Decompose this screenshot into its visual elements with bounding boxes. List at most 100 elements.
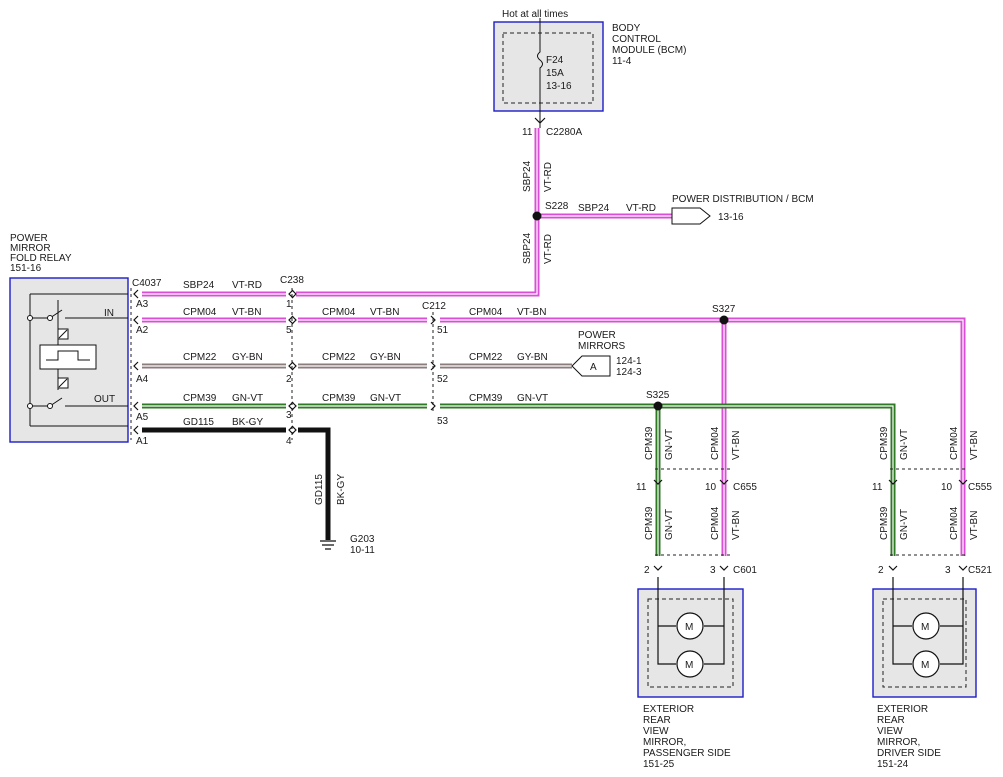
power-distribution-ref: POWER DISTRIBUTION / BCM 13-16 xyxy=(671,194,814,225)
gd115-wire-c238-ground xyxy=(298,427,331,540)
cpm04-circuit: S327 CPM04 VT-BN CPM04 VT-BN CPM04 VT-BN xyxy=(142,304,966,556)
gd115-hlabel: GD115 xyxy=(183,417,214,428)
splice-s325-dot xyxy=(653,401,663,411)
relay-coil-box xyxy=(39,344,97,370)
splice-s325-label: S325 xyxy=(646,390,670,401)
gybn-hlabel-1: GY-BN xyxy=(232,352,263,363)
c601-pin-3: 3 xyxy=(710,565,716,576)
c238-pin-chevron-right-3 xyxy=(291,401,297,411)
c655-pin-10: 10 xyxy=(705,482,717,493)
c238-pin-chevron-left-0 xyxy=(288,289,294,299)
relay-pin-chevron-1 xyxy=(133,315,139,325)
pass-gnvt-vlabel-2: GN-VT xyxy=(664,509,675,540)
sbp24-vlabel-2: SBP24 xyxy=(522,232,533,264)
passenger-mirror-inner xyxy=(647,598,734,688)
driver-name-1: EXTERIOR xyxy=(877,704,928,715)
relay-pin-a1: A1 xyxy=(136,436,149,447)
relay-pin-a5: A5 xyxy=(136,412,149,423)
bcm-fuse-rating: 15A xyxy=(546,68,564,79)
passenger-name-6: 151-25 xyxy=(643,759,675,770)
pass-cpm39-vlabel-2: CPM39 xyxy=(644,506,655,540)
c238-pin-chevron-left-4 xyxy=(288,425,294,435)
driver-motor-1-icon xyxy=(912,612,940,640)
bkgy-vlabel: BK-GY xyxy=(336,474,347,505)
pass-cpm04-vlabel-1: CPM04 xyxy=(710,426,721,460)
driver-name-6: 151-24 xyxy=(877,759,909,770)
relay-diode-marks xyxy=(58,329,68,388)
sbp24-circuit: SBP24 VT-RD SBP24 VT-RD S228 SBP24 VT-RD… xyxy=(142,128,672,297)
power-mirror-fold-relay: POWER MIRROR FOLD RELAY 151-16 IN OUT C4… xyxy=(9,233,162,447)
vtbn-hlabel-2: VT-BN xyxy=(370,307,399,318)
splice-s327-dot xyxy=(719,315,729,325)
drv-vtbn-vlabel-1: VT-BN xyxy=(969,431,980,460)
c212-pin-chevron-0 xyxy=(430,315,436,325)
passenger-name-3: VIEW xyxy=(643,726,669,737)
passenger-motor-1-icon xyxy=(676,612,704,640)
relay-contact-3 xyxy=(47,315,53,321)
mirror-pin-chevron-0 xyxy=(653,479,663,485)
driver-name-4: MIRROR, xyxy=(877,737,920,748)
cpm22-hlabel-2: CPM22 xyxy=(322,352,356,363)
relay-contact-4 xyxy=(47,403,53,409)
sbp24-wire-s228-to-c238-core xyxy=(296,216,538,295)
c212-pin-chevron-2 xyxy=(430,401,436,411)
passenger-name-1: EXTERIOR xyxy=(643,704,694,715)
cpm04-hlabel-2: CPM04 xyxy=(322,307,356,318)
cpm39-hlabel-1: CPM39 xyxy=(183,393,217,404)
power-mirrors-name-1: POWER xyxy=(578,330,616,341)
ground-g203-ref: 10-11 xyxy=(350,545,375,556)
relay-name-3: FOLD RELAY xyxy=(10,253,72,264)
pass-cpm04-vlabel-2: CPM04 xyxy=(710,506,721,540)
c555-label: C555 xyxy=(968,482,992,493)
drv-cpm04-vlabel-2: CPM04 xyxy=(949,506,960,540)
power-mirrors-ref-2: 124-3 xyxy=(616,367,642,378)
sbp24-hlabel-relay: SBP24 xyxy=(183,280,215,291)
pass-cpm39-vlabel-1: CPM39 xyxy=(644,426,655,460)
c238-pin-4: 4 xyxy=(286,436,292,447)
pass-vtbn-vlabel-1: VT-BN xyxy=(731,431,742,460)
relay-pin-chevron-2 xyxy=(133,361,139,371)
relay-name-1: POWER xyxy=(10,233,48,244)
connector-chevrons xyxy=(133,289,968,571)
bcm-name-3: MODULE (BCM) xyxy=(612,45,686,56)
passenger-name-4: MIRROR, xyxy=(643,737,686,748)
splice-s228-dot xyxy=(532,211,542,221)
passenger-motor-1-label: M xyxy=(685,622,693,633)
gd115-circuit: GD115 BK-GY GD115 BK-GY G203 10-11 xyxy=(142,417,375,556)
bcm-fuse-ref: 13-16 xyxy=(546,81,572,92)
power-mirrors-arrow xyxy=(571,355,611,377)
gnvt-hlabel-3: GN-VT xyxy=(517,393,548,404)
c238-pin-chevron-right-1 xyxy=(291,315,297,325)
pass-vtbn-vlabel-2: VT-BN xyxy=(731,511,742,540)
passenger-motor-2-icon xyxy=(676,650,704,678)
gybn-hlabel-3: GY-BN xyxy=(517,352,548,363)
cpm22-circuit: CPM22 GY-BN CPM22 GY-BN CPM22 GY-BN xyxy=(142,352,572,369)
relay-contact-2 xyxy=(27,403,33,409)
relay-name-4: 151-16 xyxy=(10,263,42,274)
gd115-vlabel: GD115 xyxy=(314,474,325,505)
relay-pin-a3: A3 xyxy=(136,299,149,310)
c238-pin-5: 5 xyxy=(286,325,292,336)
passenger-name-5: PASSENGER SIDE xyxy=(643,748,731,759)
cpm39-circuit: S325 CPM39 GN-VT CPM39 GN-VT CPM39 GN-VT xyxy=(142,390,896,556)
passenger-mirror-box xyxy=(637,588,744,698)
driver-name-3: VIEW xyxy=(877,726,903,737)
driver-motor-2-icon xyxy=(912,650,940,678)
connector-c238: C238 1 5 2 3 4 xyxy=(280,275,304,447)
driver-mirror-inner xyxy=(882,598,967,688)
power-mirrors-name-2: MIRRORS xyxy=(578,341,626,352)
bcm-fuse-f24: F24 xyxy=(546,55,564,66)
relay-in-label: IN xyxy=(104,308,114,319)
c601-pin-2: 2 xyxy=(644,565,650,576)
drv-gnvt-vlabel-2: GN-VT xyxy=(899,509,910,540)
bcm-hot-note: Hot at all times xyxy=(502,9,568,20)
c238-pin-1: 1 xyxy=(286,299,292,310)
bcm-connector: C2280A xyxy=(546,127,582,138)
power-mirrors-ref: POWER MIRRORS A 124-1 124-3 xyxy=(571,330,642,378)
relay-contact-1 xyxy=(27,315,33,321)
vtbn-hlabel-1: VT-BN xyxy=(232,307,261,318)
pass-gnvt-vlabel-1: GN-VT xyxy=(664,429,675,460)
cpm39-hlabel-3: CPM39 xyxy=(469,393,503,404)
drv-cpm39-vlabel-1: CPM39 xyxy=(879,426,890,460)
